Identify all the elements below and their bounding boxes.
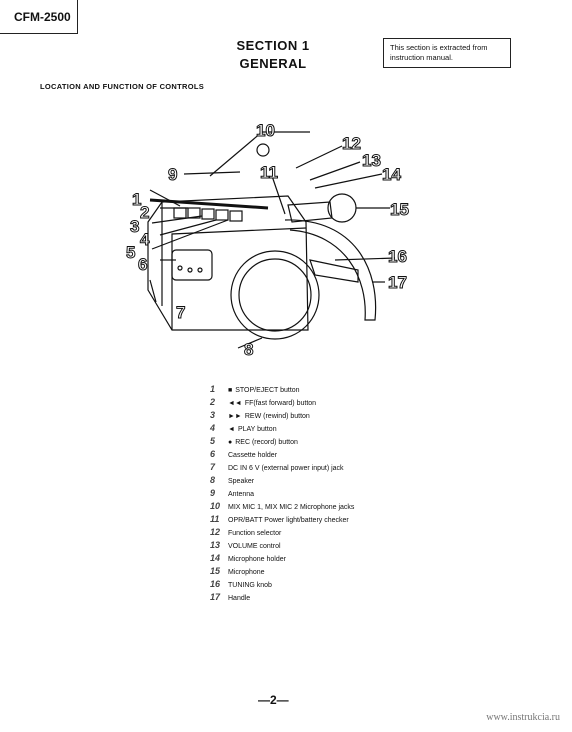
play-symbol-icon: ◄ [228,426,235,433]
legend-number: 12 [210,527,221,537]
callout-14: 14 [382,165,401,184]
watermark: www.instrukcia.ru [486,712,560,723]
controls-legend: 1 ■STOP/EJECT button 2 ◄◄FF(fast forward) … [210,383,354,604]
record-symbol-icon: ● [228,439,233,446]
legend-item: 13 VOLUME control [210,539,354,552]
legend-text: PLAY button [237,426,277,433]
callout-10: 10 [256,121,275,140]
stop-eject-key [173,207,187,219]
legend-number: 7 [210,462,216,472]
handle [284,219,377,321]
legend-item: 15 Microphone [210,565,354,578]
legend-number: 1 [210,384,216,394]
legend-text: Antenna [228,491,255,498]
radio-diagram: 1 2 3 4 5 6 7 8 9 10 11 12 13 14 15 16 1… [126,121,410,360]
callout-15: 15 [390,200,409,219]
callout-16: 16 [388,247,407,266]
callout-1: 1 [132,190,141,209]
model-number: CFM-2500 [0,0,78,34]
callout-3: 3 [130,217,139,236]
legend-text: MIX MIC 1, MIX MIC 2 Microphone jacks [228,504,355,511]
legend-number: 9 [210,488,216,498]
legend-item: 8 Speaker [210,474,354,487]
callout-11: 11 [260,163,278,182]
legend-item: 1 ■STOP/EJECT button [210,383,354,396]
legend-number: 14 [210,553,221,563]
legend-item: 10 MIX MIC 1, MIX MIC 2 Microphone jacks [210,500,354,513]
legend-item: 2 ◄◄FF(fast forward) button [210,396,354,409]
stop-symbol-icon: ■ [228,387,233,394]
callout-5: 5 [126,243,135,262]
microphone-body [287,201,333,223]
legend-text: Handle [228,595,251,602]
legend-item: 3 ►►REW (rewind) button [210,409,354,422]
legend-text: Cassette holder [228,452,278,459]
microphone-head [327,193,357,223]
callout-8: 8 [244,340,253,359]
legend-number: 13 [210,540,221,550]
legend-number: 2 [210,397,216,407]
fast-forward-symbol-icon: ◄◄ [228,400,242,407]
legend-text: TUNING knob [228,582,272,589]
legend-item: 9 Antenna [210,487,354,500]
legend-text: Microphone holder [228,556,286,563]
legend-number: 3 [210,410,216,420]
legend-number: 17 [210,592,221,602]
antenna [149,198,269,210]
legend-number: 16 [210,579,221,589]
callout-6: 6 [138,255,147,274]
callout-12: 12 [342,134,361,153]
legend-item: 12 Function selector [210,526,354,539]
legend-text: STOP/EJECT button [235,387,300,394]
speaker [230,250,320,340]
callout-17: 17 [388,273,407,292]
legend-item: 4 ◄PLAY button [210,422,354,435]
legend-number: 8 [210,475,216,485]
legend-number: 11 [210,514,220,524]
legend-text: FF(fast forward) button [244,400,317,407]
legend-item: 7 DC IN 6 V (external power input) jack [210,461,354,474]
legend-text: VOLUME control [228,543,281,550]
section-number: SECTION 1 [236,38,310,53]
legend-item: 16 TUNING knob [210,578,354,591]
legend-text: REW (rewind) button [244,413,310,420]
legend-text: Microphone [228,569,265,576]
legend-item: 14 Microphone holder [210,552,354,565]
legend-number: 4 [210,423,216,433]
extract-note: This section is extracted from instructi… [383,38,511,68]
legend-number: 10 [210,501,221,511]
callout-13: 13 [362,151,381,170]
callout-2: 2 [140,203,149,222]
subheading: LOCATION AND FUNCTION OF CONTROLS [40,82,205,91]
legend-text: OPR/BATT Power light/battery checker [228,517,349,524]
callout-4: 4 [140,230,150,249]
legend-number: 6 [210,449,216,459]
section-name: GENERAL [239,56,307,71]
page-number: —2— [258,693,289,707]
legend-text: Function selector [228,530,282,537]
rewind-symbol-icon: ►► [228,413,242,420]
legend-item: 5 ●REC (record) button [210,435,354,448]
callout-7: 7 [176,303,185,322]
legend-text: Speaker [228,478,255,485]
legend-number: 5 [210,436,216,446]
legend-item: 6 Cassette holder [210,448,354,461]
cassette-holder [171,249,213,281]
legend-text: REC (record) button [235,439,298,446]
legend-item: 11 OPR/BATT Power light/battery checker [210,513,354,526]
callout-9: 9 [168,165,177,184]
legend-number: 15 [210,566,221,576]
legend-item: 17 Handle [210,591,354,604]
legend-text: DC IN 6 V (external power input) jack [228,465,344,472]
